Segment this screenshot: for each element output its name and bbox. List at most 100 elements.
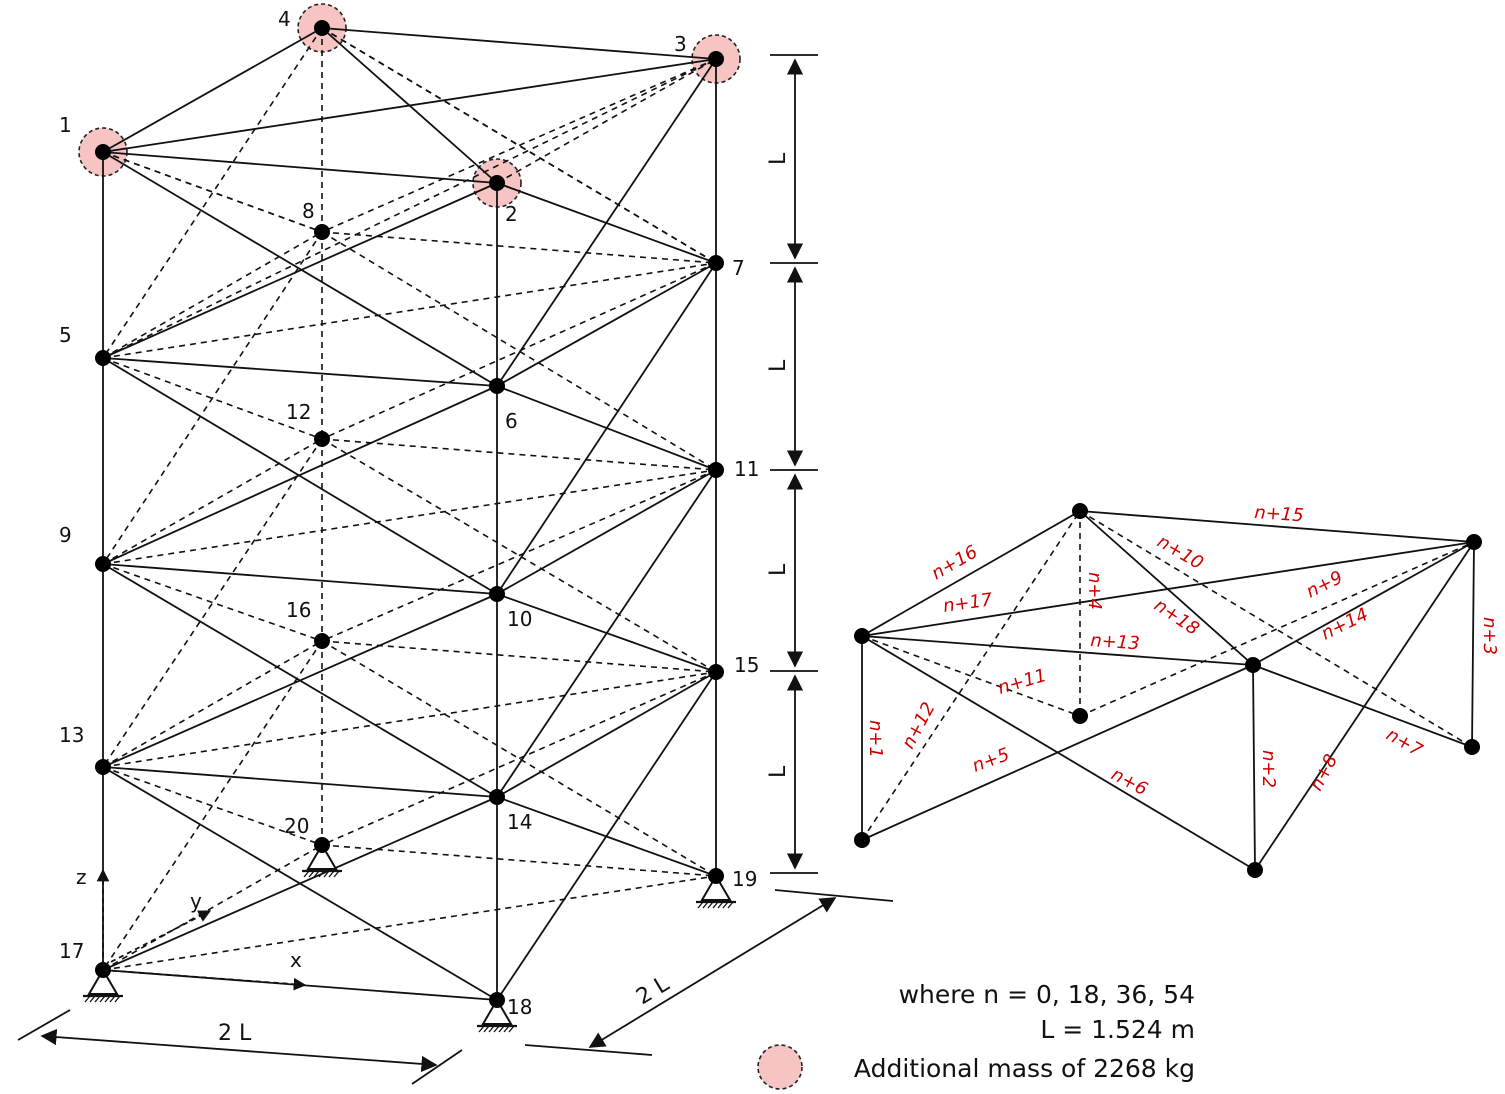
member-dashed	[321, 262, 717, 440]
member-solid	[496, 469, 717, 798]
story-height-label: L	[766, 765, 791, 778]
module-member-dashed	[1079, 541, 1475, 717]
story-height-label: L	[766, 359, 791, 372]
member-dashed	[102, 469, 717, 565]
tower-node	[708, 51, 724, 67]
tower-node	[95, 144, 111, 160]
coordinate-axes: z y x	[76, 865, 307, 991]
node-label: 16	[286, 598, 311, 622]
tower-nodes	[95, 20, 724, 1008]
dim-arrow	[40, 1028, 438, 1073]
node-label: 2	[505, 202, 518, 226]
module-member-dashed	[861, 635, 1081, 717]
tower-node	[95, 350, 111, 366]
dim-tick	[17, 1009, 71, 1041]
member-solid	[102, 563, 498, 595]
member-solid	[102, 357, 498, 595]
node-label: 15	[734, 653, 759, 677]
support-hatch	[84, 995, 91, 1003]
story-height-dimension: L L L L	[766, 54, 818, 874]
member-dashed	[102, 357, 323, 440]
y-axis-label: y	[190, 889, 202, 913]
module-hidden-members	[861, 510, 1475, 841]
node-label: 5	[59, 323, 72, 347]
base-width-dimension: 2 L	[17, 1009, 463, 1085]
support-hatch	[333, 870, 340, 878]
member-dashed	[102, 231, 323, 359]
pin-support-icon	[302, 843, 342, 878]
member-dashed	[102, 438, 323, 565]
member-dashed	[321, 231, 717, 264]
node-label: 20	[284, 814, 309, 838]
dim-arrow	[588, 897, 837, 1048]
member-dashed	[102, 844, 323, 971]
module-node	[1466, 534, 1482, 550]
member-dashed	[102, 640, 323, 971]
member-dashed	[102, 151, 323, 233]
member-dashed	[321, 469, 717, 642]
pin-supports	[83, 843, 736, 1033]
module-node	[1245, 657, 1261, 673]
member-dashed	[102, 640, 323, 768]
base-width-label: 2 L	[218, 1021, 252, 1046]
support-hatch	[114, 995, 121, 1003]
x-axis	[102, 969, 307, 991]
module-member-solid	[1079, 510, 1254, 666]
member-dashed	[321, 671, 717, 846]
support-hatch	[503, 1025, 510, 1033]
member-solid	[102, 357, 498, 387]
module-node	[1464, 739, 1480, 755]
node-label: 14	[507, 810, 532, 834]
member-solid	[496, 262, 717, 387]
support-hatch	[498, 1025, 505, 1033]
support-hatch	[303, 870, 310, 878]
support-triangle	[87, 968, 119, 995]
module-node	[1247, 862, 1263, 878]
module-member-label: n+9	[1303, 567, 1346, 603]
module-node	[854, 832, 870, 848]
support-hatch	[313, 870, 320, 878]
node-label: 10	[507, 607, 532, 631]
support-hatch	[99, 995, 106, 1003]
legend-mass-text: Additional mass of 2268 kg	[854, 1054, 1195, 1083]
module-node	[1072, 708, 1088, 724]
node-label: 4	[278, 7, 291, 31]
pin-support-icon	[477, 998, 517, 1033]
node-label: 11	[734, 457, 759, 481]
support-hatch	[104, 995, 111, 1003]
support-triangle	[481, 998, 513, 1025]
tower-node	[708, 868, 724, 884]
member-solid	[102, 796, 498, 971]
member-dashed	[321, 58, 717, 233]
tower-node	[314, 431, 330, 447]
support-hatch	[318, 870, 325, 878]
module-member-label: n+13	[1090, 630, 1141, 654]
legend: where n = 0, 18, 36, 54 L = 1.524 m Addi…	[757, 980, 1195, 1090]
z-axis-label: z	[76, 865, 87, 889]
dim-tick	[774, 889, 894, 902]
member-solid	[102, 766, 498, 798]
tower-node	[708, 664, 724, 680]
tower-node	[489, 789, 505, 805]
member-dashed	[102, 231, 323, 565]
support-hatch	[488, 1025, 495, 1033]
node-label: 19	[732, 867, 757, 891]
module-member-solid	[1252, 664, 1256, 871]
tower-node	[95, 556, 111, 572]
module-member-solid	[861, 635, 1254, 666]
base-depth-dimension: 2 L	[524, 889, 894, 1056]
tower-node	[314, 224, 330, 240]
member-solid	[102, 27, 323, 153]
member-solid	[496, 671, 717, 798]
tower-node	[314, 20, 330, 36]
module-member-label: n+18	[1150, 595, 1203, 640]
member-solid	[102, 182, 498, 359]
module-member-solid	[1471, 541, 1475, 748]
module-node	[1072, 503, 1088, 519]
dim-tick	[411, 1049, 463, 1085]
tower-node	[708, 462, 724, 478]
member-dashed	[496, 58, 717, 184]
module-member-solid	[1252, 664, 1473, 748]
